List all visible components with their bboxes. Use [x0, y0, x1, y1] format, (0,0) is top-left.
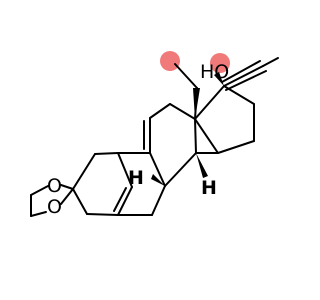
ring-d [194, 85, 255, 154]
stereo-highlight-c17 [210, 53, 230, 73]
wedge-bond-c14-h [196, 153, 208, 178]
ring-b [117, 152, 166, 216]
wedge-bond-c13-ethyl [193, 88, 200, 119]
dioxolane-ring [30, 184, 74, 217]
wedge-bond-c17-oh [214, 72, 224, 86]
ethynyl-group [221, 57, 279, 91]
stereo-highlight-c13 [160, 51, 180, 71]
wedge-bond-c9-h [151, 174, 165, 186]
hydrogen-c14-label: H [201, 177, 217, 199]
hydrogen-c9-label: H [128, 167, 144, 189]
ring-c [143, 103, 197, 187]
ring-a [72, 152, 133, 216]
molecule-structure: HO O O H H [30, 51, 279, 218]
ketal-oxygen-bottom-label: O [47, 196, 62, 218]
ketal-oxygen-top-label: O [47, 175, 62, 197]
hydroxyl-label: HO [200, 61, 229, 83]
